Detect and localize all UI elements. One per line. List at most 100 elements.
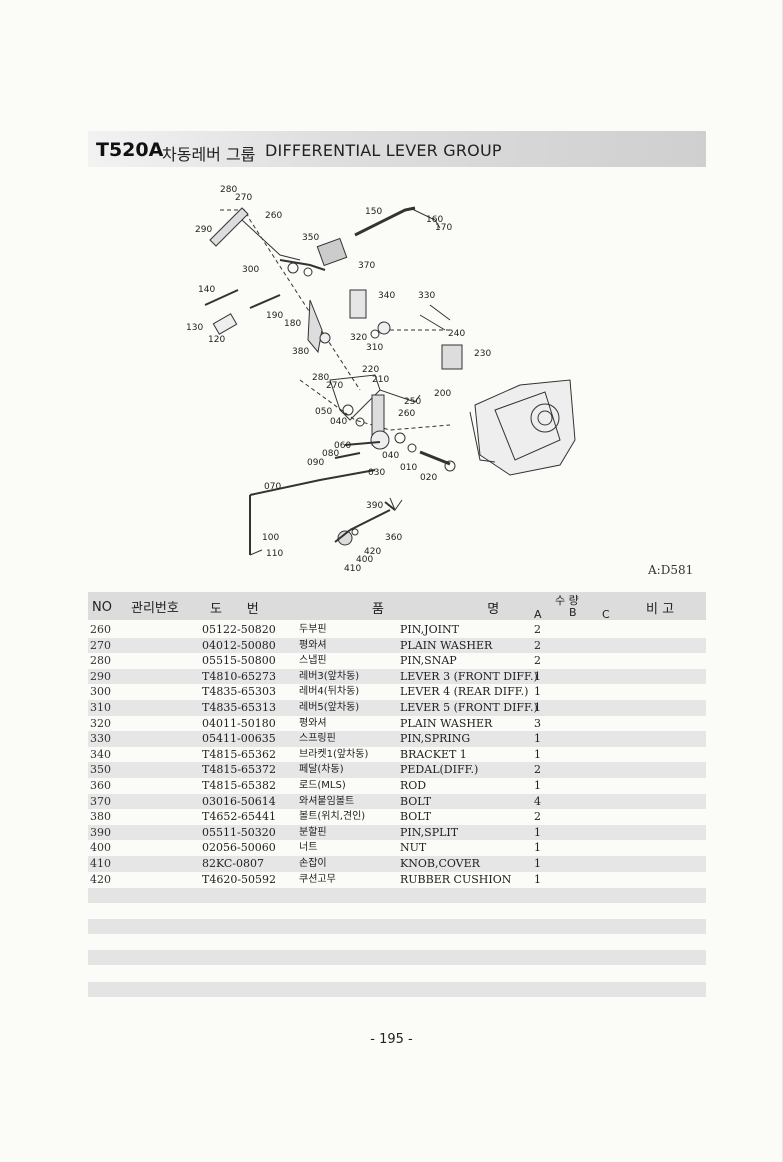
empty-table-band — [88, 950, 706, 965]
cell-name-korean: 손잡이 — [299, 857, 327, 869]
header-management-no: 관리번호 — [131, 601, 179, 616]
cell-no: 320 — [90, 716, 111, 730]
cell-part-number: 03016-50614 — [202, 794, 276, 808]
cell-part-number: T4620-50592 — [202, 872, 277, 886]
cell-no: 310 — [90, 700, 111, 714]
cell-part-number: 82KC-0807 — [202, 856, 265, 870]
callout-label: 010 — [400, 463, 417, 473]
callout-label: 260 — [398, 409, 415, 419]
cell-qty-a: 1 — [534, 778, 541, 792]
callout-label: 400 — [356, 555, 373, 565]
callout-label: 310 — [366, 343, 383, 353]
callout-label: 240 — [448, 329, 465, 339]
cell-qty-a: 1 — [534, 700, 541, 714]
empty-table-band — [88, 919, 706, 934]
callout-label: 070 — [264, 482, 281, 492]
header-quantity: 수 량 — [555, 594, 579, 607]
cell-name-korean: 스냅핀 — [299, 655, 327, 667]
callout-label: 390 — [366, 501, 383, 511]
cell-no: 280 — [90, 654, 111, 668]
callout-label: 160 — [426, 215, 443, 225]
cell-part-number: T4815-65382 — [202, 778, 277, 792]
cell-name-korean: 분할핀 — [299, 826, 327, 838]
cell-name-korean: 레버5(앞차동) — [299, 701, 360, 713]
table-header-band — [88, 592, 706, 620]
callout-label: 320 — [350, 333, 367, 343]
cell-part-number: 05511-50320 — [202, 825, 276, 839]
callout-label: 040 — [382, 451, 399, 461]
cell-name-korean: 레버4(뒤차동) — [299, 686, 360, 698]
cell-qty-a: 1 — [534, 747, 541, 761]
header-no: NO — [92, 600, 112, 615]
cell-qty-a: 2 — [534, 763, 541, 777]
callout-label: 230 — [474, 349, 491, 359]
cell-name-english: PEDAL(DIFF.) — [400, 763, 479, 777]
header-qty-b: B — [569, 606, 577, 619]
cell-part-number: 05122-50820 — [202, 623, 276, 636]
callout-label: 110 — [266, 549, 283, 559]
group-title-korean: 차동레버 그룹 — [162, 145, 256, 164]
cell-name-korean: 로드(MLS) — [299, 779, 346, 791]
cell-qty-a: 2 — [534, 638, 541, 652]
cell-name-english: PLAIN WASHER — [400, 716, 493, 730]
cell-no: 390 — [90, 825, 111, 839]
callout-label: 270 — [326, 381, 343, 391]
callout-label: 380 — [292, 347, 309, 357]
cell-part-number: T4652-65441 — [202, 810, 277, 824]
cell-no: 300 — [90, 685, 111, 699]
title-bar — [88, 131, 706, 167]
cell-part-number: 04012-50080 — [202, 638, 276, 652]
diagram-reference-code: A:D581 — [648, 563, 694, 577]
callout-label: 100 — [262, 533, 279, 543]
callout-label: 280 — [312, 373, 329, 383]
cell-name-korean: 볼트(위치,견인) — [299, 811, 366, 823]
callout-label: 200 — [434, 389, 451, 399]
cell-name-english: BOLT — [400, 810, 432, 824]
callout-label: 060 — [334, 441, 351, 451]
cell-name-korean: 브라켓1(앞차동) — [299, 748, 369, 760]
callout-label: 170 — [435, 223, 452, 233]
cell-name-korean: 페달(차동) — [299, 764, 344, 776]
header-part-name: 품 명 — [372, 602, 500, 617]
cell-no: 330 — [90, 732, 111, 746]
cell-no: 340 — [90, 747, 111, 761]
callout-label: 420 — [364, 547, 381, 557]
callout-label: 120 — [208, 335, 225, 345]
cell-qty-a: 1 — [534, 856, 541, 870]
cell-name-english: RUBBER CUSHION — [400, 872, 512, 886]
cell-qty-a: 2 — [534, 654, 541, 668]
cell-no: 400 — [90, 841, 111, 855]
callout-label: 340 — [378, 291, 395, 301]
callout-label: 250 — [404, 397, 421, 407]
cell-name-korean: 두부핀 — [299, 624, 327, 635]
cell-part-number: T4815-65372 — [202, 763, 277, 777]
cell-name-english: LEVER 4 (REAR DIFF.) — [400, 685, 529, 699]
cell-name-korean: 평와셔 — [299, 717, 327, 729]
cell-part-number: 05411-00635 — [202, 732, 276, 746]
callout-label: 020 — [420, 473, 437, 483]
cell-no: 270 — [90, 638, 111, 652]
cell-no: 290 — [90, 669, 111, 683]
cell-name-english: LEVER 3 (FRONT DIFF.) — [400, 669, 538, 683]
cell-name-korean: 평와셔 — [299, 639, 327, 651]
cell-name-korean: 레버3(앞차동) — [299, 670, 360, 682]
cell-no: 360 — [90, 778, 111, 792]
callout-label: 280 — [220, 185, 237, 195]
cell-part-number: 04011-50180 — [202, 716, 276, 730]
cell-no: 380 — [90, 810, 111, 824]
callout-label: 090 — [307, 458, 324, 468]
cell-name-english: PIN,SNAP — [400, 654, 457, 668]
cell-qty-a: 2 — [534, 623, 541, 636]
callout-label: 030 — [368, 468, 385, 478]
